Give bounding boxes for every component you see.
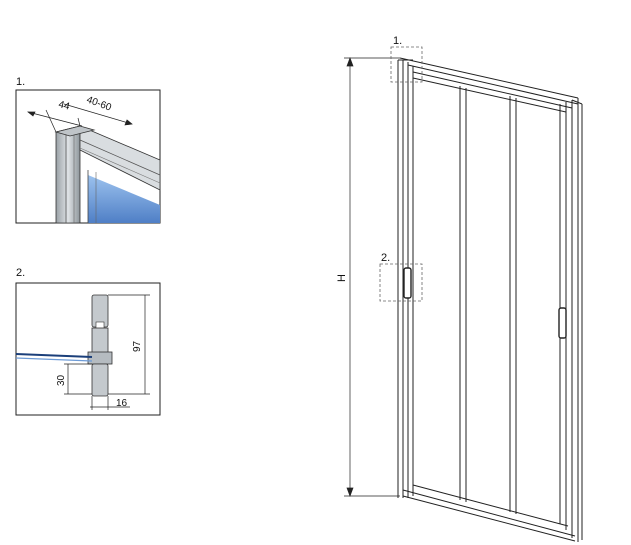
detail-1-dimensions <box>27 103 133 133</box>
right-wall-profile <box>565 98 583 542</box>
right-handle <box>558 307 567 339</box>
callout-box-1 <box>390 46 423 83</box>
detail-2-frame <box>15 282 161 416</box>
detail-1-dim-44: 44 <box>57 99 71 112</box>
detail-2-dimensions <box>64 294 150 410</box>
bottom-rail <box>402 484 576 542</box>
handle-profile <box>15 294 113 397</box>
detail-2-dim-16: 16 <box>116 398 128 409</box>
callout-label-1: 1. <box>393 35 402 47</box>
corner-profile <box>54 125 161 224</box>
detail-1-label: 1. <box>16 76 25 88</box>
top-rail <box>399 57 579 113</box>
callout-label-2: 2. <box>381 252 390 264</box>
shower-door <box>344 46 583 542</box>
left-handle <box>403 267 412 299</box>
detail-2: 2. 97 30 16 <box>15 267 161 416</box>
callout-box-2 <box>379 263 423 302</box>
detail-2-dim-30: 30 <box>56 374 67 386</box>
panel-dividers <box>459 86 561 524</box>
detail-1: 1. 44 40-60 <box>15 76 161 224</box>
detail-2-dim-97: 97 <box>132 340 143 352</box>
height-label: H <box>336 274 348 282</box>
detail-2-label: 2. <box>16 267 25 279</box>
height-dimension <box>344 57 400 497</box>
